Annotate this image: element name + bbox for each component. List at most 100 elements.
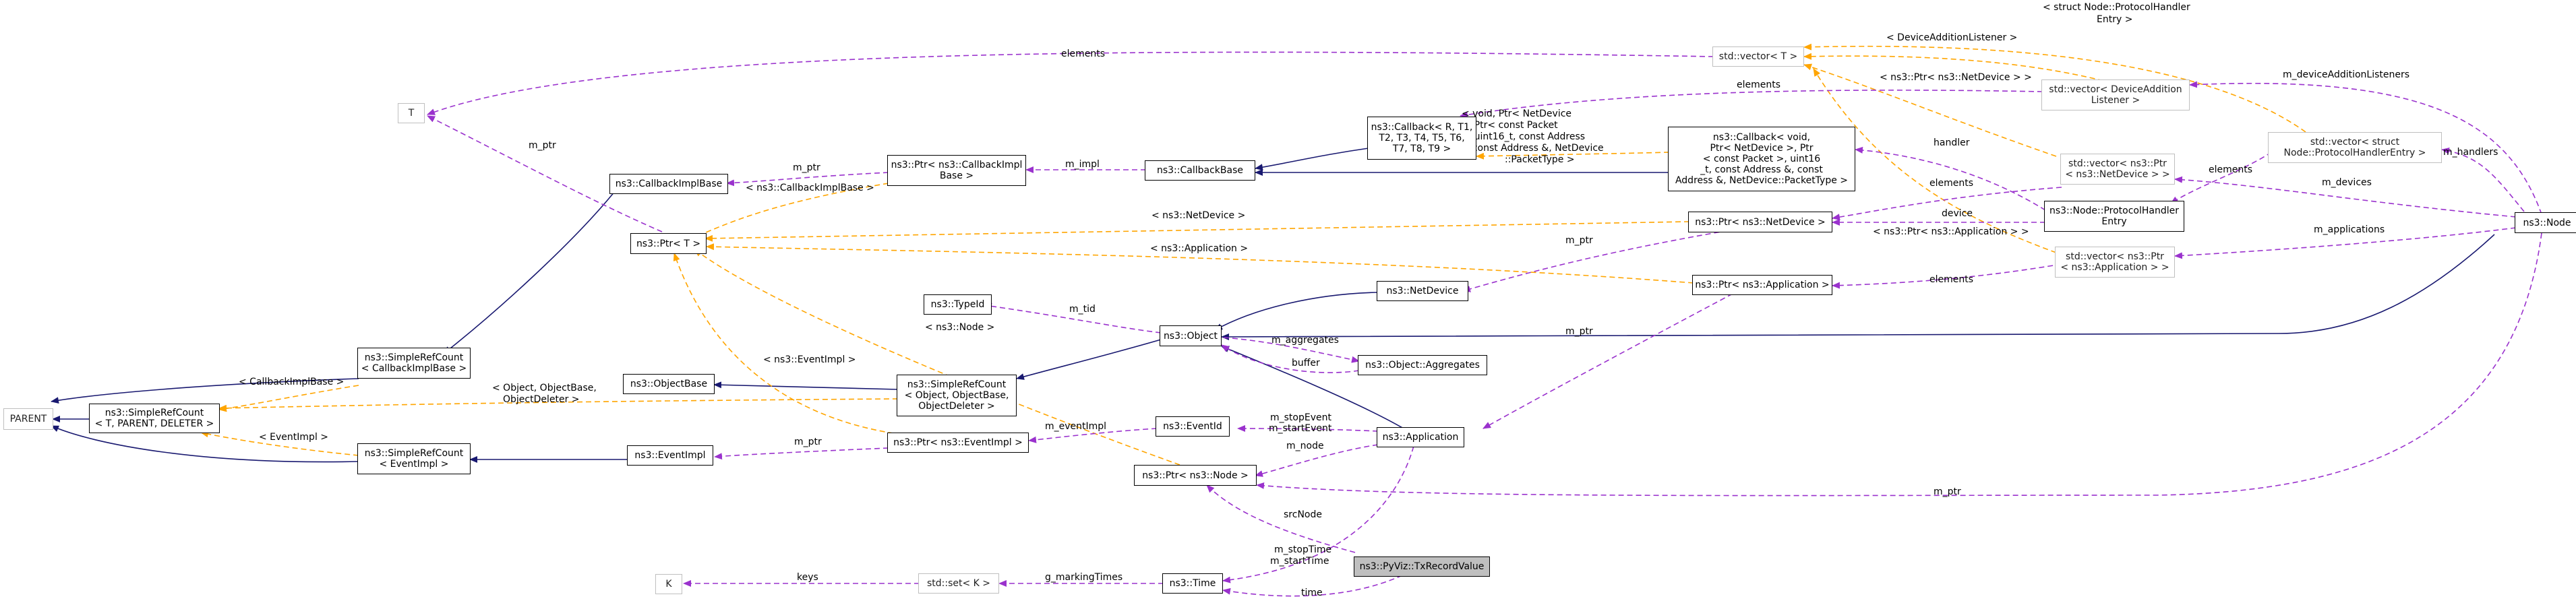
edge-ptrapp-ptrT — [706, 243, 1694, 284]
edge-labels: elements m_ptr m_ptr m_impl < ns3::Callb… — [239, 2, 2498, 598]
class-std-set-K[interactable]: std::set< K > — [918, 573, 999, 594]
class-T[interactable]: T — [398, 103, 425, 123]
label-m_handlers: m_handlers — [2443, 147, 2498, 158]
edge-aggr-object — [1221, 344, 1360, 373]
edge-object-srcobj — [1016, 339, 1162, 380]
label-app-tmpl: < ns3::Application > — [1150, 243, 1248, 254]
edge-ptrT-T — [427, 115, 663, 232]
class-application[interactable]: ns3::Application — [1377, 427, 1464, 447]
class-node-protocolhandlerentry[interactable]: ns3::Node::ProtocolHandler Entry — [2044, 201, 2184, 232]
label-handler: handler — [1934, 137, 1970, 148]
edge-vecdal-vecT — [1803, 53, 2104, 82]
class-callback-netdevice-handler[interactable]: ns3::Callback< void, Ptr< NetDevice >, P… — [1668, 127, 1855, 191]
class-typeid[interactable]: ns3::TypeId — [924, 294, 992, 315]
edge-ptrevimpl-ptrT — [673, 253, 938, 439]
class-std-vector-T[interactable]: std::vector< T > — [1712, 46, 1804, 67]
edge-cbimplbase-srccbimpl — [443, 191, 616, 354]
edge-vecph-vecT — [1803, 43, 2306, 133]
edge-node-vecph — [2441, 147, 2525, 212]
label-cb-tmpl-3: >, uint16_t, const Address — [1460, 131, 1585, 142]
label-m_aggregates: m_aggregates — [1271, 335, 1339, 346]
label-vecapp-elements: elements — [1929, 274, 1973, 285]
class-node[interactable]: ns3::Node — [2515, 212, 2576, 233]
label-m_startEvent: m_startEvent — [1269, 423, 1332, 434]
class-object-aggregates[interactable]: ns3::Object::Aggregates — [1358, 355, 1487, 375]
label-obj-tmpl-2: ObjectDeleter > — [503, 394, 580, 405]
label-cb-tmpl-2: >, Ptr< const Packet — [1460, 120, 1558, 131]
class-ptr-node[interactable]: ns3::Ptr< ns3::Node > — [1134, 465, 1257, 486]
label-m_tid: m_tid — [1069, 304, 1096, 315]
label-ptrcbimpl-m_ptr: m_ptr — [793, 162, 820, 173]
edge-vecT-T — [427, 51, 1714, 115]
class-eventimpl[interactable]: ns3::EventImpl — [627, 445, 713, 466]
edge-netdev-object — [1214, 292, 1379, 331]
label-vecph-elements: elements — [2209, 164, 2252, 175]
class-simplerefcount-t-parent-deleter[interactable]: ns3::SimpleRefCount < T, PARENT, DELETER… — [89, 404, 220, 433]
label-ptrevimpl-m_ptr: m_ptr — [794, 437, 822, 447]
edge-cb1-cbbase — [1255, 148, 1369, 171]
edge-srcevimpl-parent — [51, 425, 359, 463]
edge-app-ptrnode — [1255, 444, 1379, 477]
label-netdev-tmpl: < ns3::NetDevice > — [1151, 210, 1245, 221]
label-ptrT-m_ptr: m_ptr — [529, 140, 556, 151]
class-pyviz-txrecordvalue[interactable]: ns3::PyViz::TxRecordValue — [1354, 556, 1490, 577]
class-simplerefcount-callbackimplbase[interactable]: ns3::SimpleRefCount < CallbackImplBase > — [357, 348, 471, 379]
label-m_deviceAdditionListeners: m_deviceAdditionListeners — [2283, 69, 2409, 80]
label-cbbase-m_impl: m_impl — [1065, 159, 1100, 170]
edge-eventid-ptrevimpl — [1028, 428, 1158, 443]
label-m_applications: m_applications — [2314, 224, 2385, 235]
class-netdevice[interactable]: ns3::NetDevice — [1377, 281, 1468, 301]
class-ptr-T[interactable]: ns3::Ptr< T > — [630, 233, 707, 254]
class-callback-generic[interactable]: ns3::Callback< R, T1, T2, T3, T4, T5, T6… — [1367, 117, 1476, 160]
label-cb-tmpl-4: &, const Address &, NetDevice — [1459, 143, 1604, 154]
class-objectbase[interactable]: ns3::ObjectBase — [623, 374, 715, 394]
label-node-m_ptr: m_ptr — [1934, 486, 1961, 497]
label-vecnd-elements: elements — [1929, 178, 1973, 189]
class-std-vector-ptr-netdevice[interactable]: std::vector< ns3::Ptr < ns3::NetDevice >… — [2060, 154, 2175, 185]
class-simplerefcount-object[interactable]: ns3::SimpleRefCount < Object, ObjectBase… — [897, 375, 1017, 416]
label-vecT-elements: elements — [1061, 49, 1105, 59]
label-srcNode: srcNode — [1284, 509, 1322, 520]
edge-cb2-cb1 — [1476, 152, 1670, 160]
class-std-vector-deviceadditionlistener[interactable]: std::vector< DeviceAddition Listener > — [2041, 79, 2190, 110]
label-time: time — [1301, 587, 1323, 598]
class-callback-impl-base[interactable]: ns3::CallbackImplBase — [609, 174, 728, 194]
label-ph-tmpl-1: < struct Node::ProtocolHandler — [2043, 2, 2190, 13]
class-K[interactable]: K — [655, 574, 682, 594]
class-std-vector-protocolhandlerentry[interactable]: std::vector< struct Node::ProtocolHandle… — [2268, 132, 2442, 163]
class-simplerefcount-eventimpl[interactable]: ns3::SimpleRefCount < EventImpl > — [357, 443, 471, 474]
class-object[interactable]: ns3::Object — [1160, 325, 1222, 346]
class-callbackbase[interactable]: ns3::CallbackBase — [1145, 160, 1255, 181]
edge-vecnd-vecT — [1803, 63, 2057, 157]
class-std-vector-ptr-application[interactable]: std::vector< ns3::Ptr < ns3::Application… — [2055, 247, 2175, 278]
class-ptr-callbackimplbase[interactable]: ns3::Ptr< ns3::CallbackImpl Base > — [887, 155, 1026, 186]
label-dal-tmpl: < DeviceAdditionListener > — [1886, 32, 2017, 43]
label-vecT-elements-2: elements — [1737, 79, 1780, 90]
label-cbimpl-plain: < CallbackImplBase > — [239, 377, 344, 387]
label-evimpl-tmpl: < ns3::EventImpl > — [763, 354, 856, 365]
edge-app-time — [1222, 437, 1416, 583]
label-vecapp-tmpl: < ns3::Ptr< ns3::Application > > — [1873, 226, 2029, 237]
edge-ptrnode-ptrT — [694, 249, 1180, 466]
class-time[interactable]: ns3::Time — [1162, 573, 1223, 594]
edge-txrec-ptrnode — [1206, 484, 1356, 553]
label-vecnd-tmpl: < ns3::Ptr< ns3::NetDevice > > — [1880, 72, 2032, 83]
label-node-tmpl: < ns3::Node > — [925, 322, 994, 333]
edge-node-object — [1221, 234, 2495, 340]
class-ptr-netdevice[interactable]: ns3::Ptr< ns3::NetDevice > — [1688, 212, 1832, 232]
edge-app-eventid — [1237, 425, 1379, 433]
edge-ptrevimpl-evimpl — [714, 447, 889, 460]
label-device: device — [1942, 208, 1973, 219]
edge-vecnd-ptrnetdev — [1832, 187, 2062, 221]
label-cbimpl-tmpl: < ns3::CallbackImplBase > — [746, 183, 874, 193]
class-parent[interactable]: PARENT — [3, 408, 53, 430]
label-m_node: m_node — [1286, 441, 1324, 451]
label-ph-tmpl-2: Entry > — [2097, 14, 2132, 25]
class-ptr-eventimpl[interactable]: ns3::Ptr< ns3::EventImpl > — [887, 433, 1029, 453]
label-buffer: buffer — [1292, 358, 1320, 369]
class-ptr-application[interactable]: ns3::Ptr< ns3::Application > — [1692, 275, 1832, 295]
label-cb-tmpl-1: < void, Ptr< NetDevice — [1462, 108, 1571, 119]
edge-ptrnetdev-ptrT — [705, 221, 1690, 242]
class-eventid[interactable]: ns3::EventId — [1156, 416, 1230, 437]
